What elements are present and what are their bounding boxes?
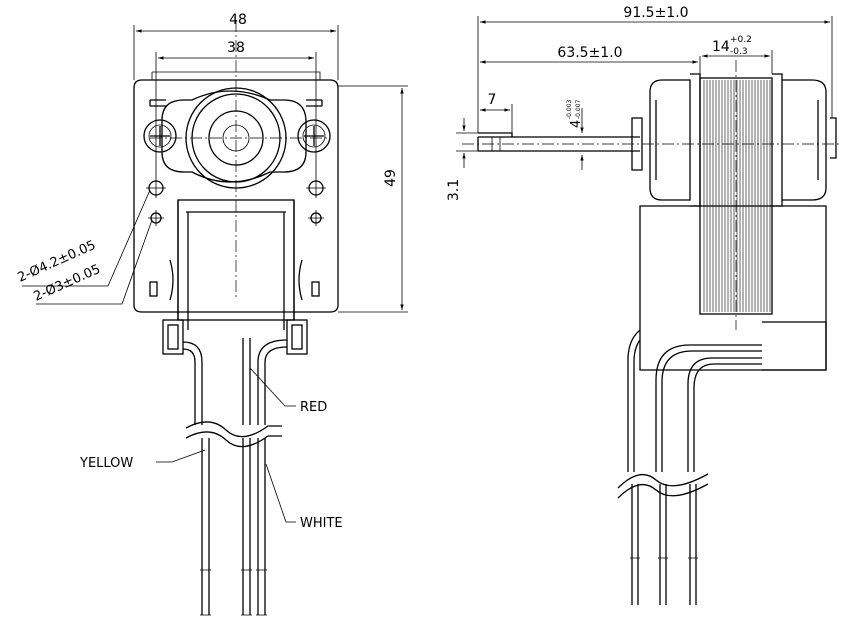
- dim-49: [338, 85, 408, 313]
- stator-housing: [649, 73, 837, 207]
- dim-shaft-to-stack: [480, 56, 701, 74]
- screw-left: [143, 119, 177, 153]
- label-dim-stack-tol-upper: +0.2: [730, 35, 752, 45]
- lead-wires-side: [617, 329, 762, 605]
- side-view: 91.5±1.0 63.5±1.0 14 +0.2 -0.3 7 4 -0.00…: [446, 5, 840, 605]
- dim-flat-length: [480, 104, 513, 133]
- dim-overall-length: [477, 16, 833, 133]
- lead-wires-front: [182, 338, 288, 616]
- label-dim-38: 38: [227, 40, 245, 56]
- label-dim-shaft-diameter: 4: [569, 120, 584, 128]
- motor-shaft: [477, 132, 640, 152]
- label-dim-shaft-to-stack: 63.5±1.0: [557, 45, 622, 61]
- coil-frame: [169, 199, 303, 330]
- terminal-left: [162, 319, 184, 355]
- dim-flat-height: [456, 118, 478, 168]
- front-view: 48 38 49 2-Ø4.2±0.05 2-Ø3±0.05 RED YELLO…: [16, 12, 408, 616]
- label-dim-shaft-dia-tol-upper: -0.003: [566, 99, 573, 119]
- motor-flange: [161, 90, 307, 183]
- label-dim-49: 49: [383, 169, 399, 187]
- dim-stack-width: [702, 50, 773, 74]
- label-dim-48: 48: [229, 12, 247, 28]
- terminal-right: [286, 319, 308, 355]
- screw-right: [297, 119, 331, 153]
- label-dim-shaft-dia-tol-lower: -0.007: [575, 99, 582, 119]
- label-wire-red: RED: [300, 400, 327, 415]
- label-dim-flat-height: 3.1: [446, 179, 462, 201]
- label-dim-overall-length: 91.5±1.0: [623, 5, 688, 21]
- label-wire-white: WHITE: [300, 516, 343, 531]
- label-dim-stack-tol-lower: -0.3: [730, 47, 748, 57]
- label-wire-yellow: YELLOW: [79, 456, 133, 471]
- lamination-stack: [699, 77, 773, 315]
- label-dim-stack-width: 14: [712, 39, 730, 55]
- mounting-plate: [133, 79, 339, 313]
- dim-48: [133, 25, 339, 80]
- dim-38: [155, 52, 317, 178]
- label-dim-flat-length: 7: [488, 92, 497, 108]
- lower-frame: [639, 205, 827, 371]
